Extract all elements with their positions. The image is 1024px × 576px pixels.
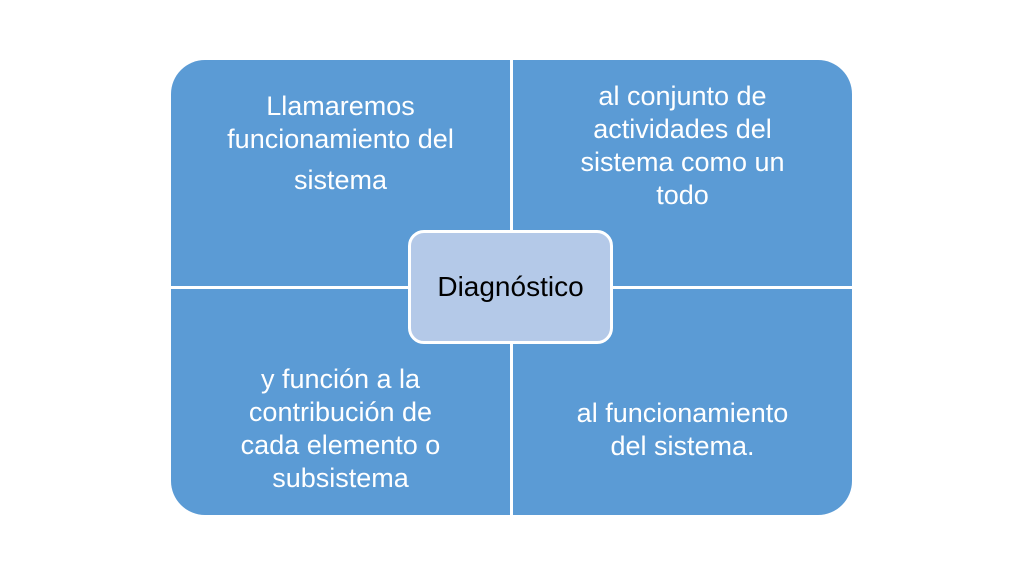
quadrant-top-left: Llamaremos funcionamiento del sistema: [171, 60, 510, 286]
diagnostic-matrix: Llamaremos funcionamiento del sistema al…: [171, 60, 852, 515]
quadrant-top-left-text: Llamaremos funcionamiento del sistema: [227, 90, 454, 197]
quadrant-top-right-line-1: al conjunto de: [598, 81, 767, 111]
quadrant-top-right-line-4: todo: [656, 180, 709, 210]
quadrant-top-left-line-2: funcionamiento del: [227, 124, 454, 154]
quadrant-bottom-left-line-2: contribución de: [248, 397, 433, 427]
quadrant-bottom-left: y función a la contribución de cada elem…: [171, 289, 510, 515]
quadrant-bottom-right-text: al funcionamiento del sistema.: [577, 397, 789, 463]
quadrant-bottom-left-line-1: y función a la: [260, 364, 421, 394]
quadrant-bottom-right-line-1: al funcionamiento: [576, 398, 789, 428]
center-label: Diagnóstico: [437, 271, 584, 302]
quadrant-bottom-left-line-4: subsistema: [272, 463, 409, 493]
quadrant-top-left-line-1: Llamaremos: [266, 91, 415, 121]
quadrant-top-left-line-3: sistema: [293, 165, 388, 195]
quadrant-bottom-left-line-3: cada elemento o: [240, 430, 441, 460]
quadrant-top-right-line-2: actividades del: [593, 114, 772, 144]
quadrant-top-right-line-3: sistema como un: [580, 147, 785, 177]
quadrant-bottom-right-line-2: del sistema.: [610, 431, 755, 461]
line-gap: [227, 156, 454, 164]
quadrant-bottom-left-text: y función a la contribución de cada elem…: [241, 363, 441, 495]
center-label-box: Diagnóstico: [408, 230, 613, 344]
quadrant-top-right-text: al conjunto de actividades del sistema c…: [580, 80, 784, 212]
